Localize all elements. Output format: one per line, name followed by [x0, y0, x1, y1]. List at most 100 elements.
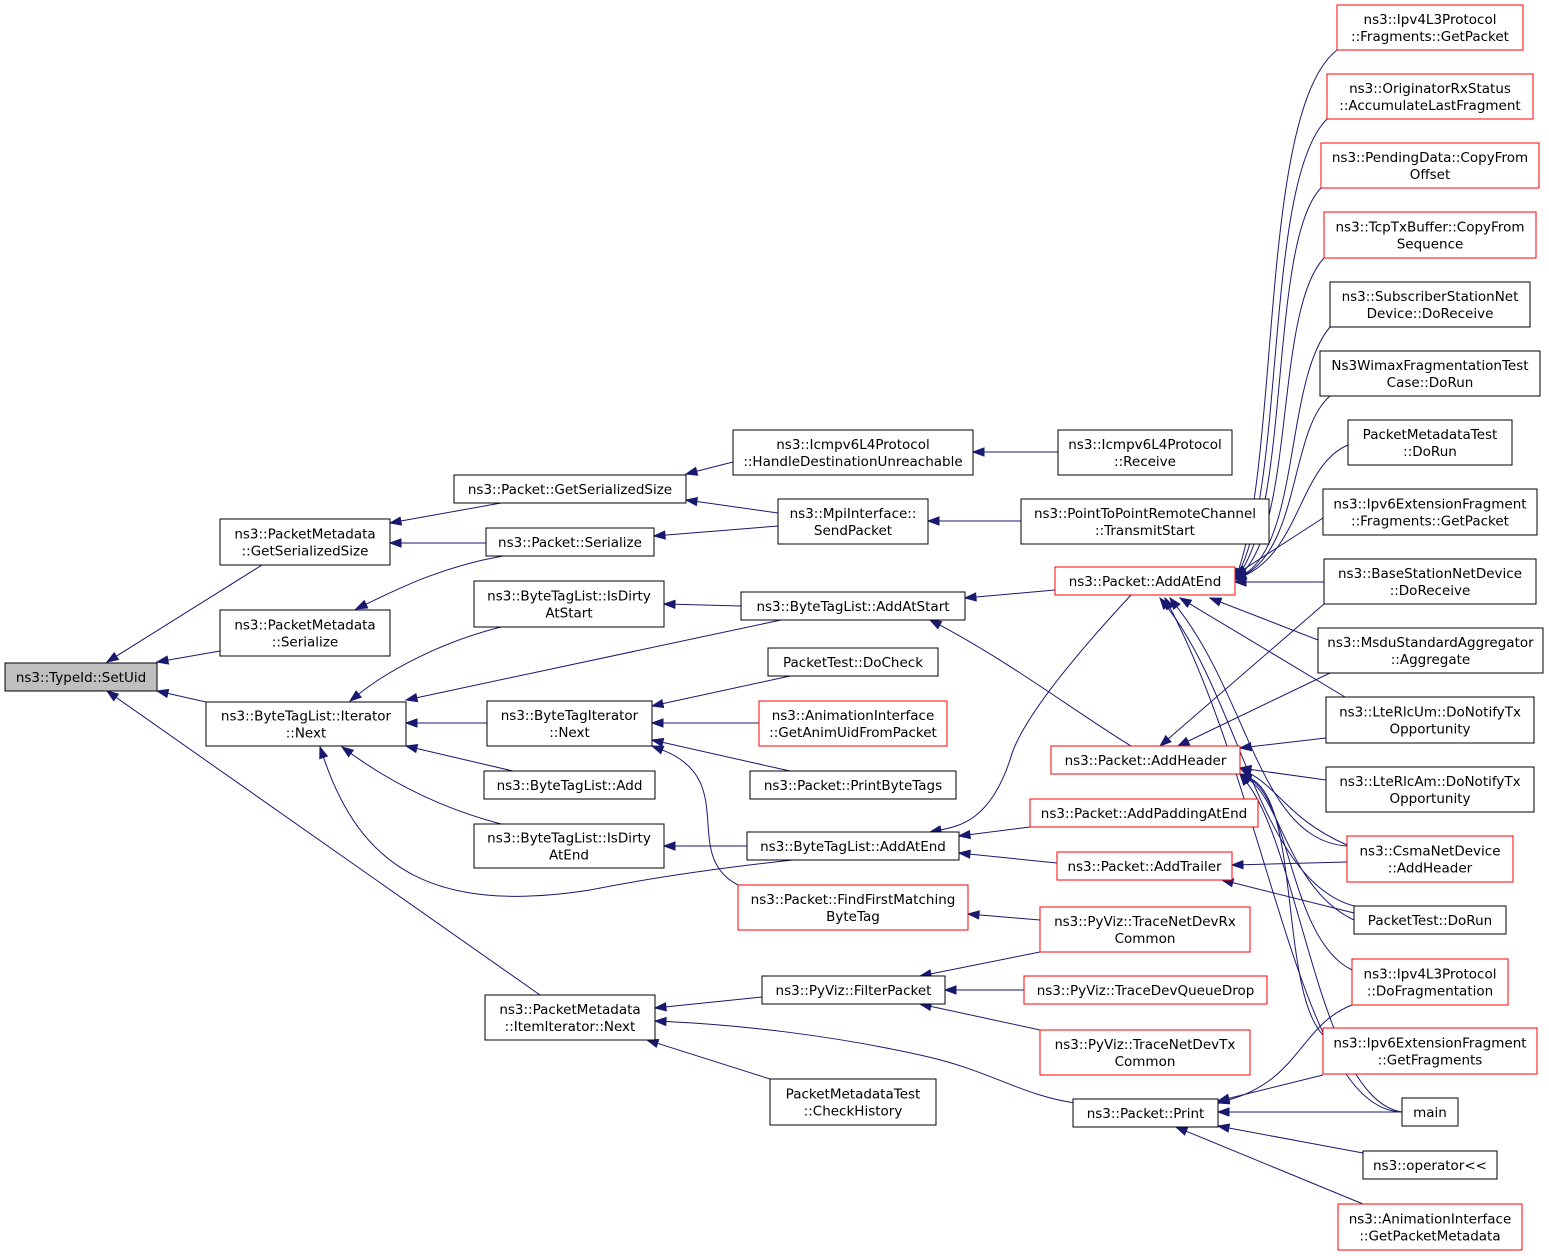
node-p2p-transmitstart[interactable]: ns3::PointToPointRemoteChannel::Transmit…	[1020, 498, 1270, 545]
node-orig-accum[interactable]: ns3::OriginatorRxStatus::AccumulateLastF…	[1326, 73, 1534, 120]
node-box[interactable]	[484, 994, 656, 1041]
node-anim-getuid[interactable]: ns3::AnimationInterface::GetAnimUidFromP…	[758, 700, 948, 747]
node-box[interactable]	[1347, 419, 1513, 466]
node-box[interactable]	[1050, 745, 1241, 775]
node-box[interactable]	[769, 1078, 937, 1126]
node-pm-getsersize[interactable]: ns3::PacketMetadata::GetSerializedSize	[219, 518, 391, 566]
node-icmpv6-receive[interactable]: ns3::Icmpv6L4Protocol::Receive	[1057, 429, 1233, 476]
node-btl-addatstart[interactable]: ns3::ByteTagList::AddAtStart	[740, 591, 966, 621]
node-btl-add[interactable]: ns3::ByteTagList::Add	[483, 770, 656, 800]
node-pkt-addatend[interactable]: ns3::Packet::AddAtEnd	[1054, 566, 1236, 596]
node-pkt-addpadding[interactable]: ns3::Packet::AddPaddingAtEnd	[1029, 798, 1259, 828]
node-box[interactable]	[761, 975, 946, 1005]
node-ss-doreceive[interactable]: ns3::SubscriberStationNetDevice::DoRecei…	[1329, 281, 1531, 328]
node-box[interactable]	[1346, 835, 1514, 883]
node-pkt-printbytetags[interactable]: ns3::Packet::PrintByteTags	[749, 770, 957, 800]
node-box[interactable]	[746, 831, 960, 861]
node-box[interactable]	[1057, 429, 1233, 476]
node-box[interactable]	[1323, 211, 1537, 259]
node-pm-serialize[interactable]: ns3::PacketMetadata::Serialize	[219, 609, 391, 657]
node-box[interactable]	[1325, 766, 1535, 813]
node-box[interactable]	[219, 609, 391, 657]
node-btl-iter-next[interactable]: ns3::ByteTagList::Iterator::Next	[205, 701, 407, 747]
node-box[interactable]	[1320, 142, 1540, 189]
node-box[interactable]	[1029, 798, 1259, 828]
node-box[interactable]	[4, 662, 158, 692]
node-msdu-agg[interactable]: ns3::MsduStandardAggregator::Aggregate	[1317, 627, 1544, 674]
node-box[interactable]	[1039, 906, 1251, 953]
node-main[interactable]: main	[1401, 1097, 1459, 1127]
node-box[interactable]	[1319, 350, 1541, 397]
node-box[interactable]	[486, 700, 653, 747]
node-pkt-print[interactable]: ns3::Packet::Print	[1072, 1098, 1219, 1128]
node-pyviz-qdrop[interactable]: ns3::PyViz::TraceDevQueueDrop	[1023, 975, 1268, 1005]
node-box[interactable]	[1329, 281, 1531, 328]
node-pm-itemiter-next[interactable]: ns3::PacketMetadata::ItemIterator::Next	[484, 994, 656, 1041]
node-anim-getpktmeta[interactable]: ns3::AnimationInterface::GetPacketMetada…	[1337, 1203, 1523, 1251]
node-box[interactable]	[767, 647, 939, 677]
node-csma-addheader[interactable]: ns3::CsmaNetDevice::AddHeader	[1346, 835, 1514, 883]
node-pkt-addheader[interactable]: ns3::Packet::AddHeader	[1050, 745, 1241, 775]
node-pyviz-filter[interactable]: ns3::PyViz::FilterPacket	[761, 975, 946, 1005]
node-box[interactable]	[1317, 627, 1544, 674]
node-box[interactable]	[473, 823, 665, 869]
node-box[interactable]	[1054, 566, 1236, 596]
node-box[interactable]	[1336, 4, 1524, 51]
node-box[interactable]	[758, 700, 948, 747]
node-box[interactable]	[1337, 1203, 1523, 1251]
node-box[interactable]	[1072, 1098, 1219, 1128]
node-icmpv6-hdu[interactable]: ns3::Icmpv6L4Protocol::HandleDestination…	[732, 429, 974, 476]
node-box[interactable]	[740, 591, 966, 621]
node-box[interactable]	[1326, 73, 1534, 120]
node-btl-addatend[interactable]: ns3::ByteTagList::AddAtEnd	[746, 831, 960, 861]
node-mpi-sendpacket[interactable]: ns3::MpiInterface::SendPacket	[777, 498, 929, 545]
node-box[interactable]	[1323, 558, 1537, 605]
node-box[interactable]	[749, 770, 957, 800]
node-pmtest-dorun[interactable]: PacketMetadataTest::DoRun	[1347, 419, 1513, 466]
node-box[interactable]	[219, 518, 391, 566]
node-packettest-docheck[interactable]: PacketTest::DoCheck	[767, 647, 939, 677]
node-bs-doreceive[interactable]: ns3::BaseStationNetDevice::DoReceive	[1323, 558, 1537, 605]
node-box[interactable]	[1362, 1150, 1498, 1180]
node-op-shift[interactable]: ns3::operator<<	[1362, 1150, 1498, 1180]
node-box[interactable]	[453, 474, 687, 504]
node-packettest-dorun[interactable]: PacketTest::DoRun	[1353, 905, 1507, 935]
node-box[interactable]	[483, 770, 656, 800]
node-ipv4-dofrag[interactable]: ns3::Ipv4L3Protocol::DoFragmentation	[1351, 958, 1509, 1006]
node-box[interactable]	[1322, 488, 1538, 536]
node-box[interactable]	[777, 498, 929, 545]
node-pkt-addtrailer[interactable]: ns3::Packet::AddTrailer	[1056, 851, 1233, 881]
node-box[interactable]	[1351, 958, 1509, 1006]
node-box[interactable]	[1325, 696, 1535, 744]
node-setuid[interactable]: ns3::TypeId::SetUid	[4, 662, 158, 692]
node-box[interactable]	[1401, 1097, 1459, 1127]
node-box[interactable]	[1056, 851, 1233, 881]
node-pkt-getsersize[interactable]: ns3::Packet::GetSerializedSize	[453, 474, 687, 504]
node-box[interactable]	[1039, 1029, 1251, 1076]
node-ipv4-frag-getpacket[interactable]: ns3::Ipv4L3Protocol::Fragments::GetPacke…	[1336, 4, 1524, 51]
node-box[interactable]	[737, 884, 969, 931]
node-box[interactable]	[205, 701, 407, 747]
node-box[interactable]	[1020, 498, 1270, 545]
node-box[interactable]	[485, 527, 655, 557]
node-box[interactable]	[1023, 975, 1268, 1005]
node-pkt-serialize[interactable]: ns3::Packet::Serialize	[485, 527, 655, 557]
node-ipv6-getfrags[interactable]: ns3::Ipv6ExtensionFragment::GetFragments	[1322, 1027, 1538, 1075]
node-box[interactable]	[1322, 1027, 1538, 1075]
node-box[interactable]	[1353, 905, 1507, 935]
node-box[interactable]	[732, 429, 974, 476]
node-bti-next[interactable]: ns3::ByteTagIterator::Next	[486, 700, 653, 747]
node-ipv6-frag-getpacket[interactable]: ns3::Ipv6ExtensionFragment::Fragments::G…	[1322, 488, 1538, 536]
node-pmtest-checkhistory[interactable]: PacketMetadataTest::CheckHistory	[769, 1078, 937, 1126]
node-box[interactable]	[473, 580, 665, 628]
